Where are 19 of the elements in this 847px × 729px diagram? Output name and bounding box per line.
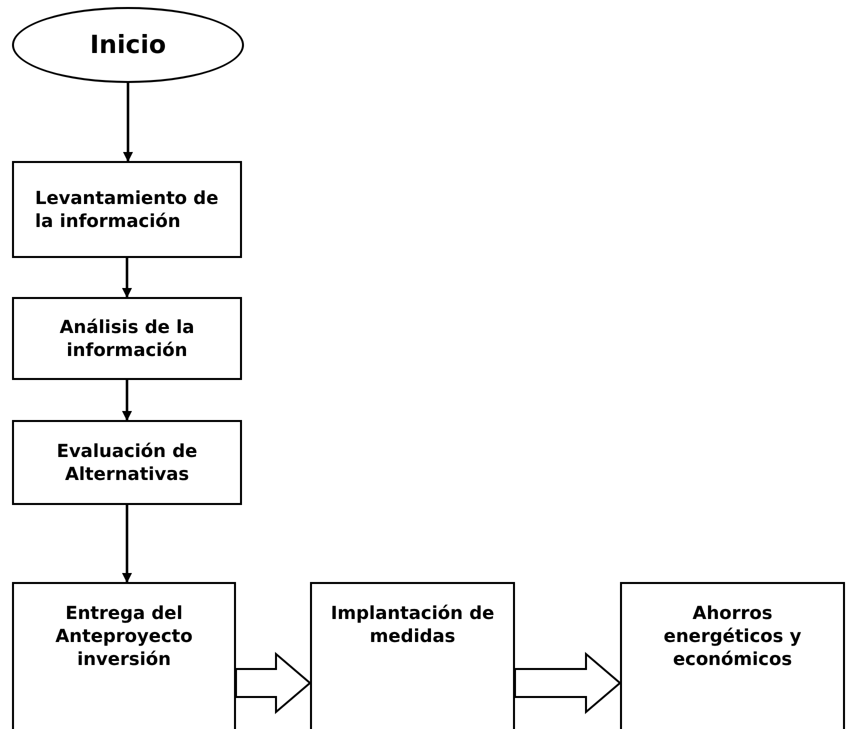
node-label: Ahorros energéticos y económicos — [662, 602, 802, 671]
process-box — [310, 582, 515, 729]
arrow — [122, 380, 132, 421]
process-box — [620, 582, 845, 729]
node-label: Implantación de medidas — [330, 602, 496, 648]
process-box — [12, 161, 242, 258]
process-box — [12, 420, 242, 505]
node-label: Inicio — [90, 29, 166, 61]
arrow — [122, 258, 132, 298]
node-label: Análisis de la información — [58, 316, 196, 362]
node-label: Evaluación de Alternativas — [56, 440, 198, 486]
process-box — [12, 297, 242, 380]
arrow — [123, 83, 133, 162]
process-box — [12, 582, 236, 729]
block-arrow — [235, 652, 312, 714]
node-label: Levantamiento de la información — [35, 186, 220, 232]
arrow — [122, 505, 132, 583]
block-arrow — [514, 652, 622, 714]
node-label: Entrega del Anteproyecto inversión — [54, 602, 194, 671]
